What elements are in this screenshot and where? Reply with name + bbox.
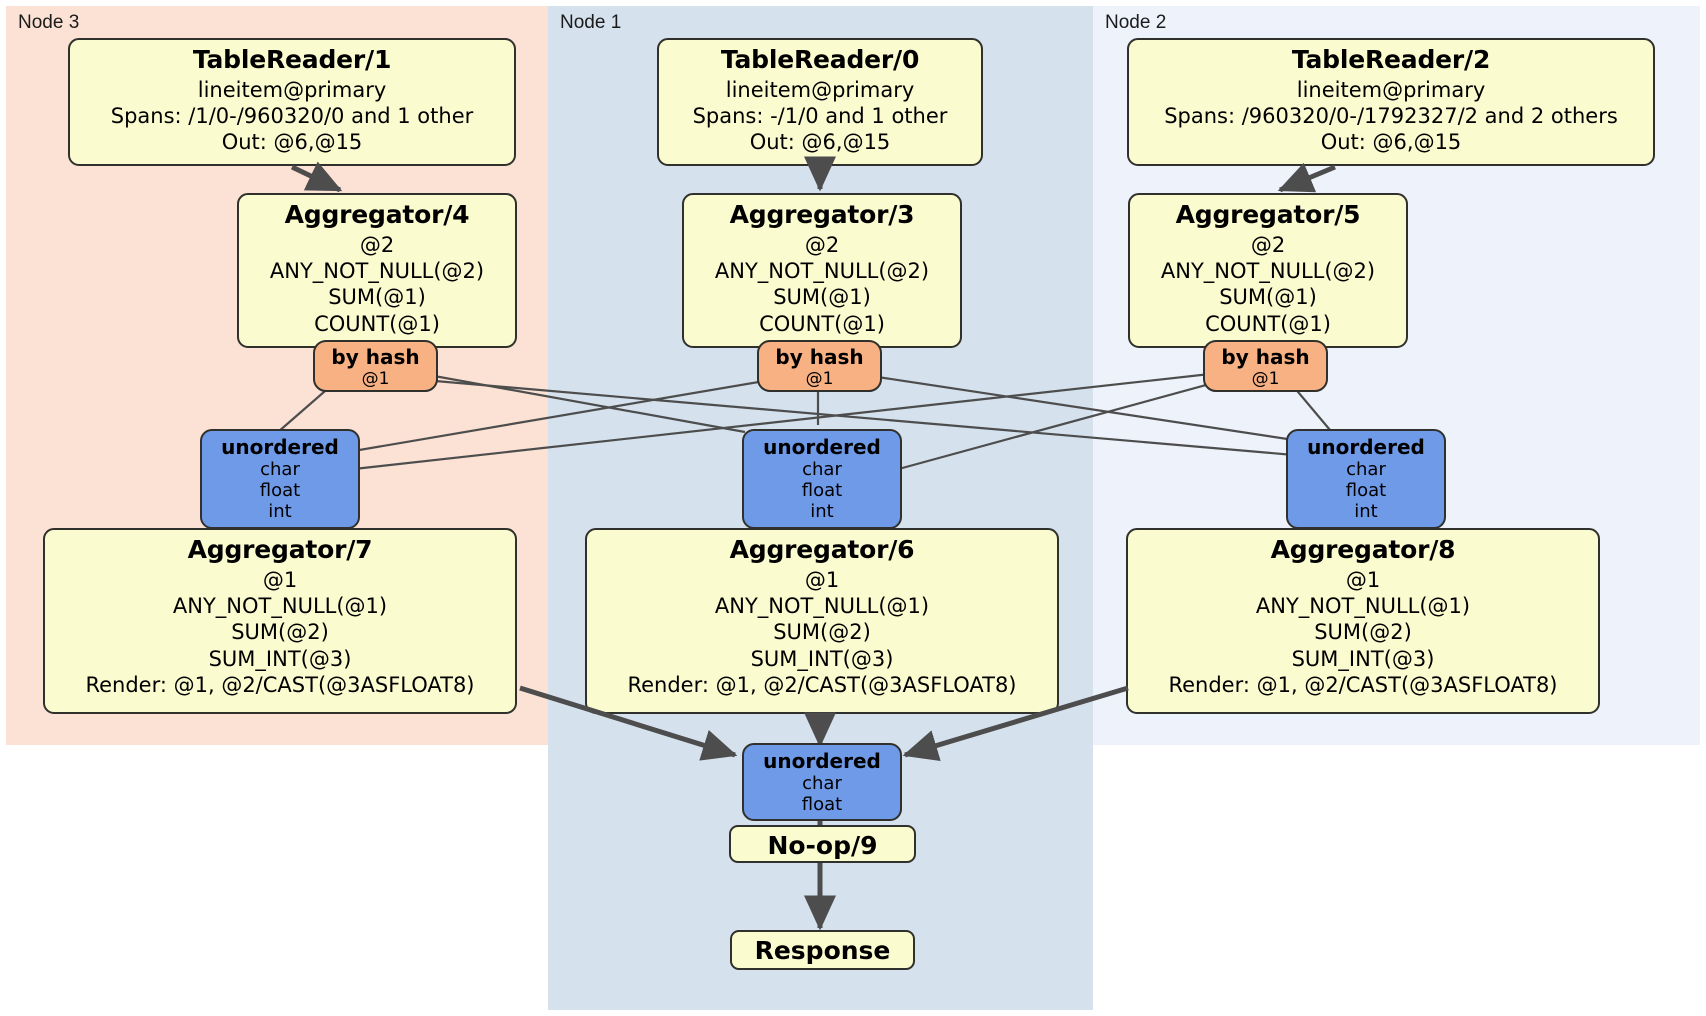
processor-aggregator-4[interactable]: Aggregator/4 @2 ANY_NOT_NULL(@2) SUM(@1)…: [237, 193, 517, 348]
processor-line: ANY_NOT_NULL(@2): [269, 258, 485, 283]
synchronizer-unordered-right[interactable]: unordered char float int: [1286, 429, 1446, 529]
synchronizer-type: char: [802, 459, 842, 480]
panel-node-1-label: Node 1: [560, 12, 622, 33]
synchronizer-type: int: [810, 501, 834, 522]
synchronizer-type: float: [1345, 480, 1387, 501]
processor-aggregator-7[interactable]: Aggregator/7 @1 ANY_NOT_NULL(@1) SUM(@2)…: [43, 528, 517, 714]
processor-response[interactable]: Response: [730, 930, 915, 970]
processor-title: Aggregator/7: [187, 535, 373, 564]
processor-line: Out: @6,@15: [749, 130, 891, 155]
processor-aggregator-3[interactable]: Aggregator/3 @2 ANY_NOT_NULL(@2) SUM(@1)…: [682, 193, 962, 348]
processor-line: SUM(@2): [773, 620, 871, 645]
processor-title: Aggregator/5: [1175, 200, 1361, 229]
processor-line: SUM(@2): [1314, 620, 1412, 645]
processor-table-reader-2[interactable]: TableReader/2 lineitem@primary Spans: /9…: [1127, 38, 1655, 166]
processor-title: Response: [754, 936, 891, 965]
processor-line: lineitem@primary: [197, 77, 387, 102]
panel-node-2-label: Node 2: [1105, 12, 1167, 33]
synchronizer-type: char: [1346, 459, 1386, 480]
synchronizer-title: unordered: [763, 435, 881, 459]
processor-line: SUM_INT(@3): [750, 646, 894, 671]
synchronizer-unordered-final[interactable]: unordered char float: [742, 743, 902, 821]
synchronizer-unordered-left[interactable]: unordered char float int: [200, 429, 360, 529]
processor-line: SUM_INT(@3): [1291, 646, 1435, 671]
processor-line: ANY_NOT_NULL(@1): [172, 593, 388, 618]
synchronizer-type: int: [1354, 501, 1378, 522]
processor-line: SUM(@1): [773, 285, 871, 310]
processor-line: Render: @1, @2/CAST(@3ASFLOAT8): [627, 673, 1017, 698]
router-title: by hash: [775, 345, 864, 369]
router-title: by hash: [331, 345, 420, 369]
processor-title: TableReader/0: [720, 45, 920, 74]
processor-line: COUNT(@1): [314, 311, 440, 336]
router-sub: @1: [1251, 369, 1280, 389]
processor-title: Aggregator/4: [284, 200, 470, 229]
processor-line: ANY_NOT_NULL(@2): [714, 258, 930, 283]
processor-no-op-9[interactable]: No-op/9: [729, 825, 916, 863]
processor-title: Aggregator/8: [1270, 535, 1456, 564]
router-by-hash-mid[interactable]: by hash @1: [757, 340, 882, 392]
processor-line: SUM(@2): [231, 620, 329, 645]
processor-line: ANY_NOT_NULL(@2): [1160, 258, 1376, 283]
panel-node-3-label: Node 3: [18, 12, 80, 33]
processor-title: Aggregator/3: [729, 200, 915, 229]
router-sub: @1: [805, 369, 834, 389]
processor-line: SUM_INT(@3): [208, 646, 352, 671]
processor-line: COUNT(@1): [759, 311, 885, 336]
processor-table-reader-1[interactable]: TableReader/1 lineitem@primary Spans: /1…: [68, 38, 516, 166]
processor-title: TableReader/1: [192, 45, 392, 74]
router-by-hash-left[interactable]: by hash @1: [313, 340, 438, 392]
router-title: by hash: [1221, 345, 1310, 369]
router-sub: @1: [361, 369, 390, 389]
processor-line: @2: [1250, 232, 1286, 257]
processor-line: Spans: /1/0-/960320/0 and 1 other: [110, 103, 474, 128]
synchronizer-type: float: [259, 480, 301, 501]
synchronizer-unordered-mid[interactable]: unordered char float int: [742, 429, 902, 529]
processor-line: Spans: /960320/0-/1792327/2 and 2 others: [1164, 103, 1618, 128]
processor-line: @2: [359, 232, 395, 257]
processor-line: lineitem@primary: [1296, 77, 1486, 102]
processor-line: Render: @1, @2/CAST(@3ASFLOAT8): [1168, 673, 1558, 698]
processor-title: No-op/9: [767, 831, 878, 860]
processor-aggregator-6[interactable]: Aggregator/6 @1 ANY_NOT_NULL(@1) SUM(@2)…: [585, 528, 1059, 714]
router-by-hash-right[interactable]: by hash @1: [1203, 340, 1328, 392]
processor-aggregator-8[interactable]: Aggregator/8 @1 ANY_NOT_NULL(@1) SUM(@2)…: [1126, 528, 1600, 714]
processor-line: @1: [1345, 567, 1381, 592]
processor-line: Spans: -/1/0 and 1 other: [692, 103, 948, 128]
processor-table-reader-0[interactable]: TableReader/0 lineitem@primary Spans: -/…: [657, 38, 983, 166]
processor-line: @1: [804, 567, 840, 592]
processor-line: Out: @6,@15: [1320, 130, 1462, 155]
synchronizer-type: char: [260, 459, 300, 480]
synchronizer-title: unordered: [1307, 435, 1425, 459]
synchronizer-title: unordered: [763, 749, 881, 773]
processor-line: Out: @6,@15: [221, 130, 363, 155]
processor-line: lineitem@primary: [725, 77, 915, 102]
processor-line: SUM(@1): [328, 285, 426, 310]
processor-line: ANY_NOT_NULL(@1): [714, 593, 930, 618]
processor-aggregator-5[interactable]: Aggregator/5 @2 ANY_NOT_NULL(@2) SUM(@1)…: [1128, 193, 1408, 348]
synchronizer-title: unordered: [221, 435, 339, 459]
processor-title: TableReader/2: [1291, 45, 1491, 74]
synchronizer-type: char: [802, 773, 842, 794]
processor-line: COUNT(@1): [1205, 311, 1331, 336]
synchronizer-type: float: [801, 480, 843, 501]
processor-line: ANY_NOT_NULL(@1): [1255, 593, 1471, 618]
processor-title: Aggregator/6: [729, 535, 915, 564]
processor-line: Render: @1, @2/CAST(@3ASFLOAT8): [85, 673, 475, 698]
processor-line: SUM(@1): [1219, 285, 1317, 310]
synchronizer-type: float: [801, 794, 843, 815]
processor-line: @1: [262, 567, 298, 592]
processor-line: @2: [804, 232, 840, 257]
synchronizer-type: int: [268, 501, 292, 522]
